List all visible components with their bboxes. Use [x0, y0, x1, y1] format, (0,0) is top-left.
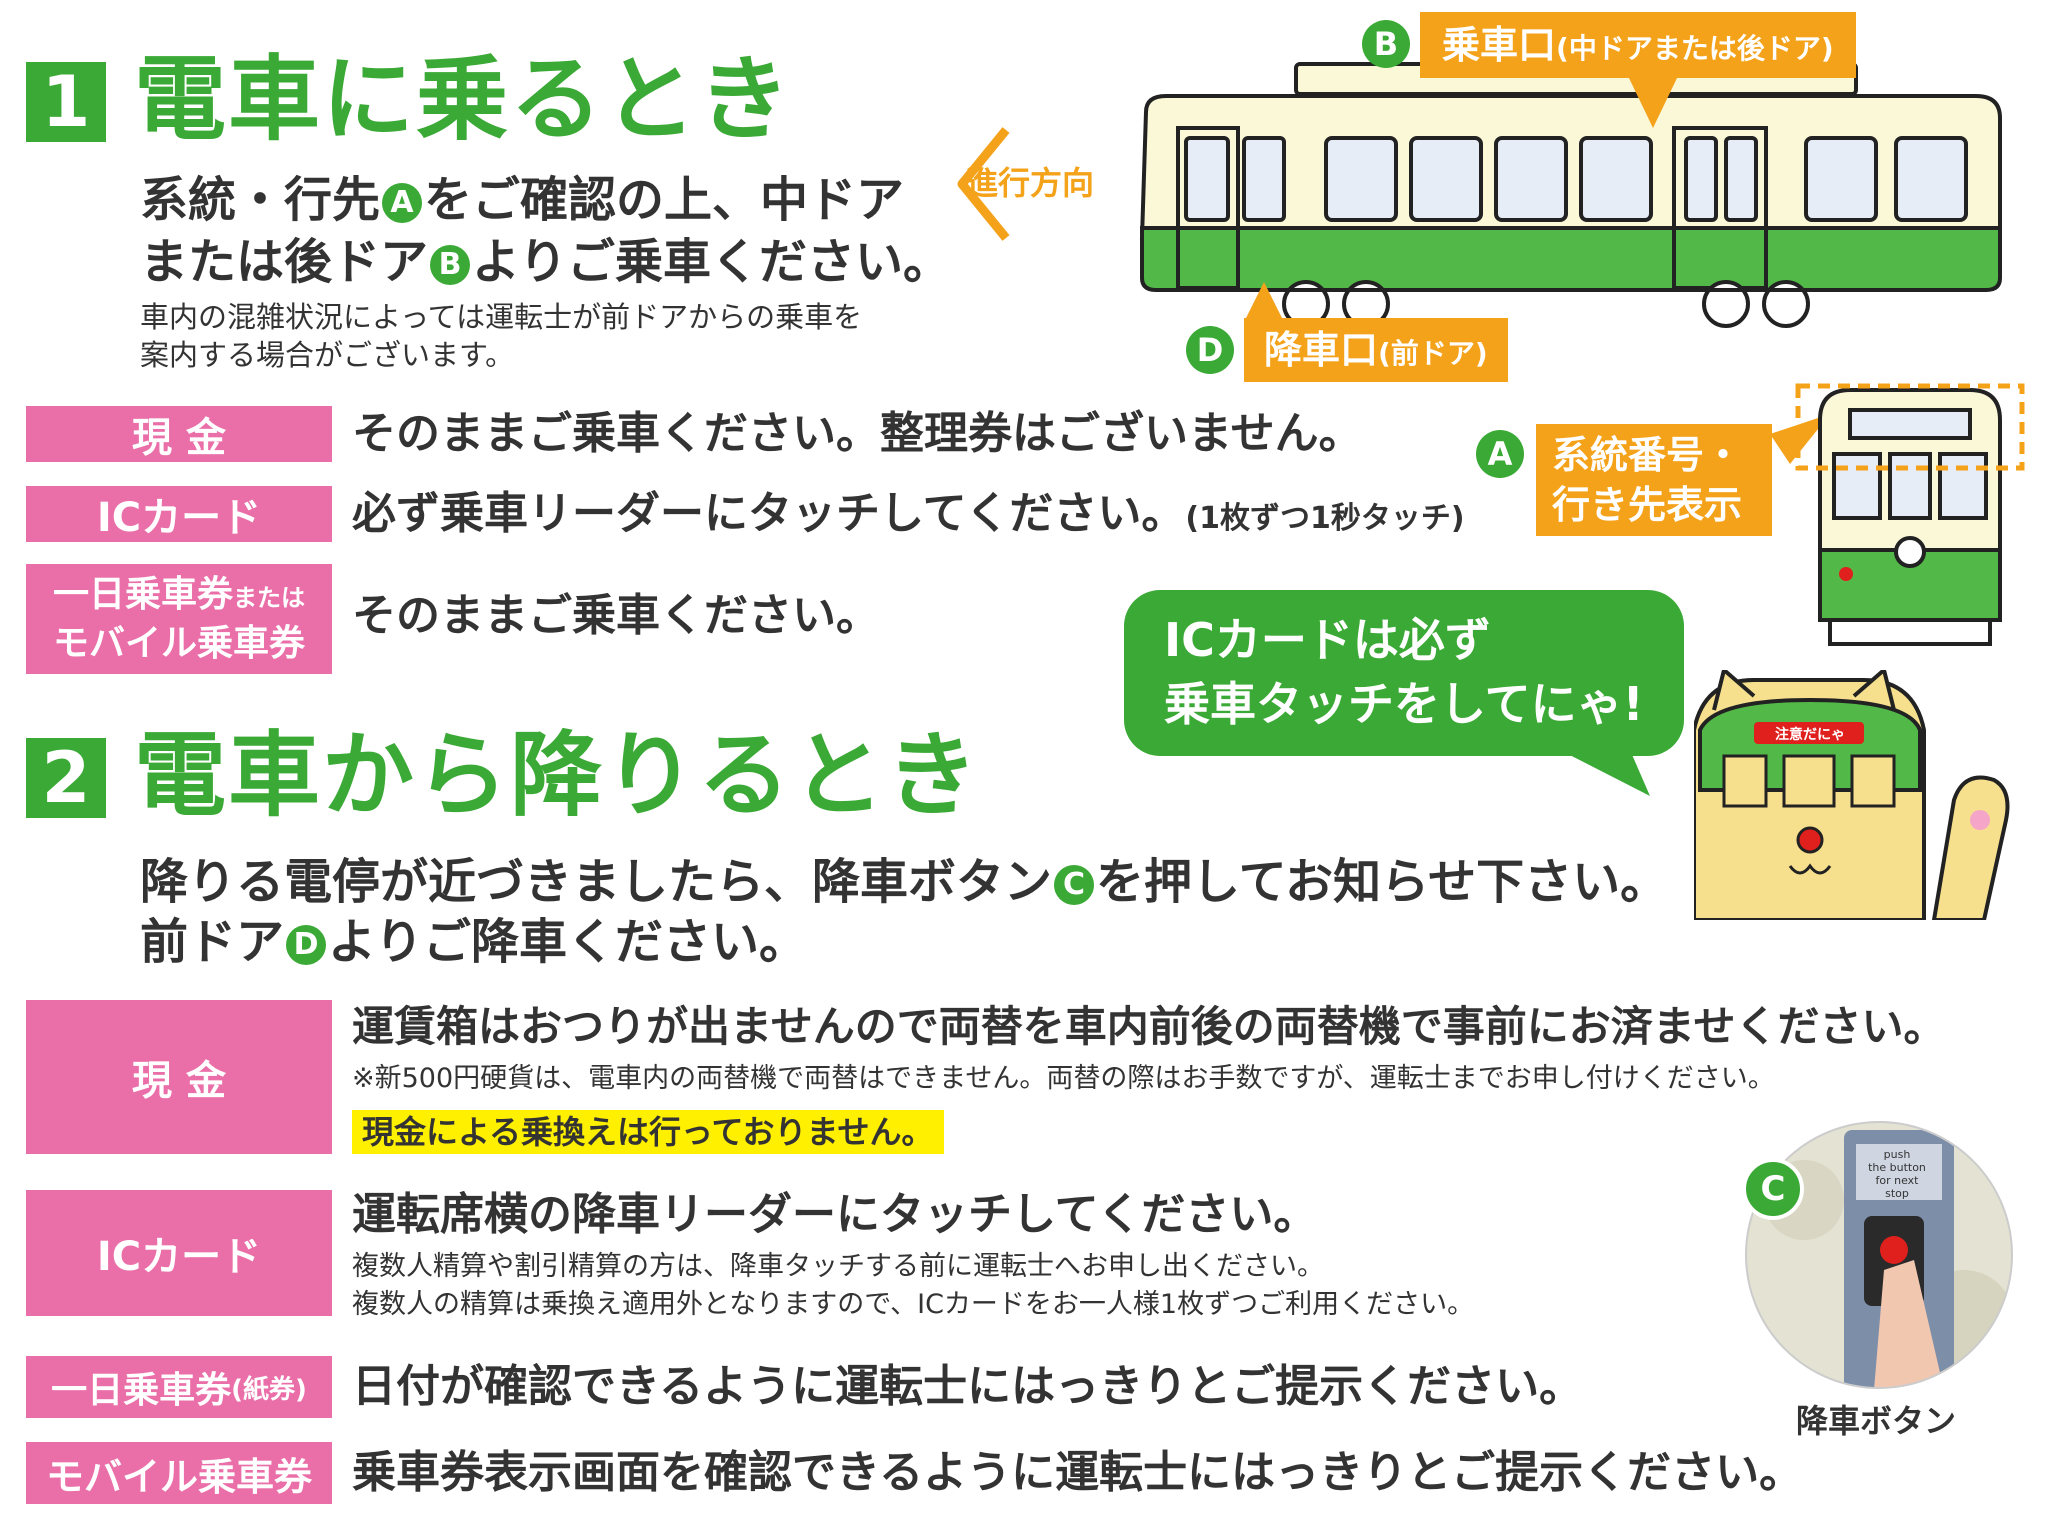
section1-note-line1: 車内の混雑状況によっては運転士が前ドアからの乗車を [140, 300, 863, 334]
lead-text: をご確認の上、中ドア [424, 172, 905, 228]
lead-text: よりご降車ください。 [328, 914, 808, 970]
ic-reminder-bubble: ICカードは必ず 乗車タッチをしてにゃ! [1124, 590, 1684, 756]
ic-alight-text: 運転席横の降車リーダーにタッチしてください。 [352, 1189, 1318, 1240]
alighting-door-label: 降車口(前ドア) [1244, 318, 1508, 382]
lead-text: よりご乗車ください。 [472, 234, 952, 290]
label-ic-alight: ICカード [26, 1190, 332, 1316]
direction-label: 進行方向 [966, 164, 1095, 202]
label-dayticket-line1: 一日乗車券または [53, 572, 305, 621]
bubble-line2: 乗車タッチをしてにゃ! [1164, 677, 1644, 731]
label-cash-alight: 現 金 [26, 1000, 332, 1154]
alighting-label-main: 降車口 [1264, 328, 1379, 372]
cash-board-text: そのままご乗車ください。整理券はございません。 [352, 408, 1363, 459]
boarding-pointer-icon [1628, 76, 1678, 128]
section1-note-line2: 案内する場合がございます。 [140, 338, 515, 372]
route-label-line2: 行き先表示 [1552, 483, 1743, 527]
button-sign-line3: for next stop [1875, 1174, 1919, 1200]
lead-text: 系統・行先 [140, 172, 381, 228]
marker-d: D [286, 925, 327, 965]
marker-b: B [430, 245, 471, 285]
tram-front-illustration [1795, 383, 2025, 646]
route-label-line1: 系統番号・ [1552, 433, 1743, 477]
label-cash-board: 現 金 [26, 406, 332, 462]
ic-board-small: (1枚ずつ1秒タッチ) [1185, 501, 1465, 536]
button-sign-line1: push [1883, 1148, 1911, 1161]
boarding-label-sub: (中ドアまたは後ドア) [1556, 32, 1834, 65]
marker-d-tram: D [1186, 326, 1234, 374]
cash-alight-note: ※新500円硬貨は、電車内の両替機で両替はできません。両替の際はお手数ですが、運… [352, 1063, 1775, 1094]
cash-alight-text: 運賃箱はおつりが出ませんので両替を車内前後の両替機で事前にお済ませください。 [352, 1002, 1946, 1051]
label-small: または [233, 583, 305, 612]
label-text: 一日乗車券 [51, 1370, 232, 1411]
lead-text: を押してお知らせ下さい。 [1096, 854, 1669, 910]
stop-button-caption: 降車ボタン [1796, 1402, 1957, 1440]
bubble-line1: ICカードは必ず [1164, 613, 1491, 667]
route-display-label: 系統番号・ 行き先表示 [1536, 424, 1772, 536]
no-cash-transfer-highlight: 現金による乗換えは行っておりません。 [352, 1110, 944, 1154]
label-ic-board: ICカード [26, 486, 332, 542]
ic-alight-note1: 複数人精算や割引精算の方は、降車タッチする前に運転士へお申し出ください。 [352, 1251, 1324, 1282]
button-sign: push the button for next stop [1862, 1148, 1932, 1200]
boarding-door-label: 乗車口(中ドアまたは後ドア) [1420, 12, 1856, 78]
label-dayticket-board: 一日乗車券または モバイル乗車券 [26, 564, 332, 674]
mascot-sign: 注意だにゃ [1775, 727, 1845, 743]
section1-number: 1 [26, 62, 106, 142]
button-sign-line2: the button [1868, 1161, 1926, 1174]
lead-text: 降りる電停が近づきましたら、降車ボタン [140, 854, 1053, 910]
marker-c: C [1054, 865, 1095, 905]
direction-arrow-icon [957, 127, 1010, 241]
section2-number: 2 [26, 738, 106, 818]
section2-title: 電車から降りるとき [134, 722, 981, 829]
label-text: 一日乗車券 [52, 573, 233, 615]
ic-alight-note2: 複数人の精算は乗換え適用外となりますので、ICカードをお一人様1枚ずつご利用くだ… [352, 1289, 1475, 1320]
marker-a: A [382, 183, 423, 223]
lead-text: 前ドア [140, 914, 285, 970]
tram-side-illustration [1139, 62, 2002, 328]
label-dayticket-line2: モバイル乗車券 [52, 622, 305, 664]
label-small: (紙券) [231, 1374, 307, 1405]
alighting-pointer-icon [1244, 282, 1284, 322]
dayticket-alight-text: 日付が確認できるように運転士にはっきりとご提示ください。 [352, 1361, 1584, 1412]
alighting-label-sub: (前ドア) [1378, 337, 1488, 370]
route-pointer-icon [1770, 414, 1830, 464]
label-dayticket-alight: 一日乗車券(紙券) [26, 1356, 332, 1418]
dayticket-board-text: そのままご乗車ください。 [352, 590, 880, 641]
bubble-tail-icon [1560, 750, 1650, 796]
mobile-alight-text: 乗車券表示画面を確認できるように運転士にはっきりとご提示ください。 [352, 1447, 1804, 1498]
marker-a-tram: A [1476, 430, 1524, 478]
marker-c-photo: C [1742, 1158, 1804, 1220]
section1-title: 電車に乗るとき [134, 46, 793, 153]
ic-board-text: 必ず乗車リーダーにタッチしてください。(1枚ずつ1秒タッチ) [352, 486, 1465, 547]
label-mobile-alight: モバイル乗車券 [26, 1442, 332, 1504]
marker-b-tram: B [1362, 20, 1410, 68]
mascot-cat-illustration [1694, 670, 2010, 920]
boarding-label-main: 乗車口 [1442, 23, 1557, 67]
ic-board-main: 必ず乗車リーダーにタッチしてください。 [352, 488, 1186, 539]
lead-text: または後ドア [140, 234, 429, 290]
